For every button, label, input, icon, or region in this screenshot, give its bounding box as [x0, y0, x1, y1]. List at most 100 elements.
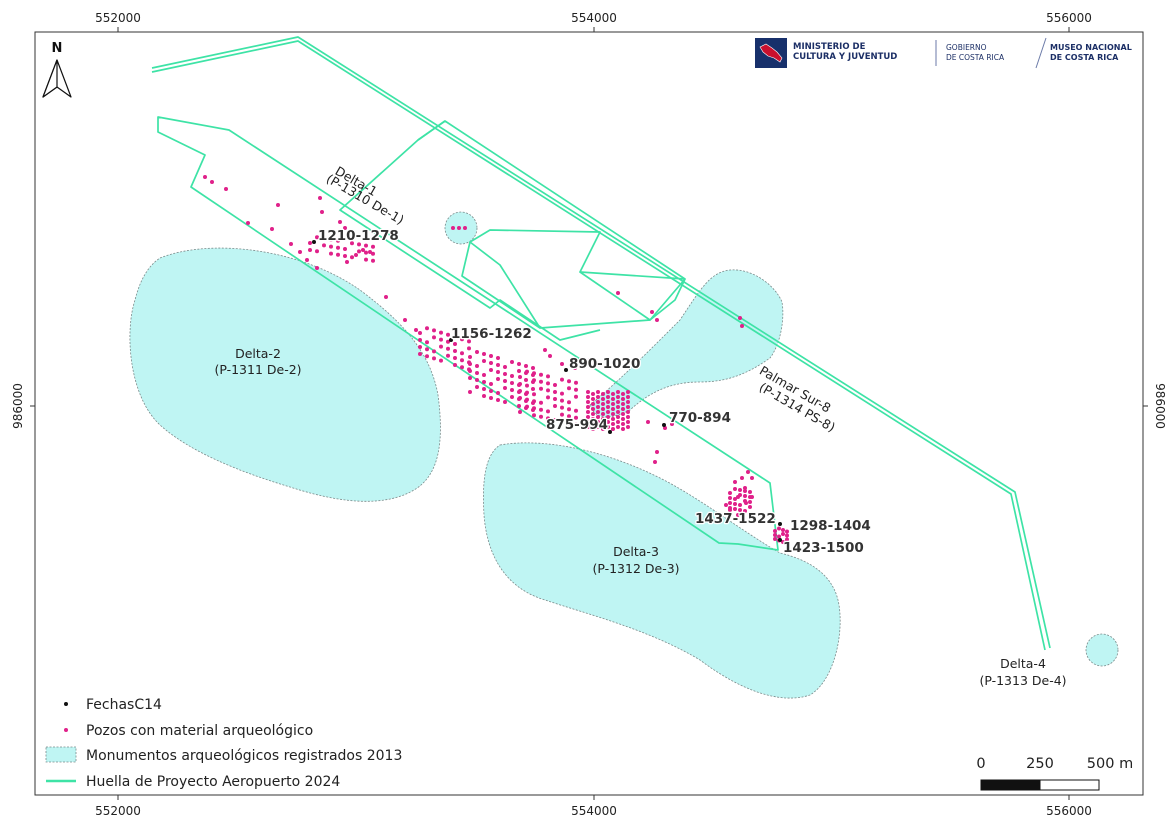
pozo-point[interactable] [482, 394, 486, 398]
pozo-point[interactable] [733, 480, 737, 484]
pozo-point[interactable] [560, 398, 564, 403]
pozo-point[interactable] [517, 362, 521, 366]
pozo-point[interactable] [246, 221, 250, 225]
pozo-point[interactable] [384, 295, 388, 299]
pozo-point[interactable] [573, 366, 577, 370]
footprint-block-inner[interactable] [469, 229, 686, 280]
pozo-point[interactable] [611, 397, 615, 401]
pozo-point[interactable] [467, 346, 471, 351]
pozo-point[interactable] [748, 490, 752, 494]
pozo-point[interactable] [468, 376, 472, 380]
pozo-point[interactable] [338, 220, 342, 224]
pozo-point[interactable] [601, 407, 605, 411]
footprint-block-east[interactable] [579, 271, 686, 321]
pozo-point[interactable] [773, 529, 777, 533]
pozo-point[interactable] [781, 540, 785, 544]
pozo-point[interactable] [482, 359, 486, 363]
c14-point[interactable] [778, 538, 782, 542]
pozo-point[interactable] [553, 383, 557, 387]
pozo-point[interactable] [308, 241, 312, 245]
pozo-point[interactable] [439, 344, 443, 349]
pozo-point[interactable] [738, 488, 742, 492]
pozo-point[interactable] [601, 412, 605, 416]
pozo-point[interactable] [457, 226, 461, 230]
pozo-point[interactable] [270, 227, 274, 231]
pozo-point[interactable] [361, 248, 365, 252]
pozo-point[interactable] [785, 537, 789, 542]
pozo-point[interactable] [785, 529, 789, 534]
footprint-block-upper[interactable] [417, 120, 686, 329]
pozo-point[interactable] [611, 407, 615, 411]
pozo-point[interactable] [553, 390, 557, 394]
pozo-point[interactable] [743, 486, 747, 490]
pozo-point[interactable] [524, 378, 528, 382]
pozo-point[interactable] [616, 405, 620, 409]
pozo-point[interactable] [553, 404, 557, 408]
pozo-point[interactable] [539, 372, 543, 377]
pozo-point[interactable] [489, 389, 493, 393]
pozo-point[interactable] [453, 356, 457, 360]
pozo-point[interactable] [616, 291, 620, 295]
footprint-airstrip[interactable] [151, 36, 1051, 651]
pozo-point[interactable] [414, 328, 418, 332]
pozo-point[interactable] [525, 397, 529, 402]
pozo-point[interactable] [596, 415, 600, 419]
pozo-point[interactable] [724, 503, 728, 507]
pozo-point[interactable] [567, 379, 571, 384]
pozo-point[interactable] [446, 332, 450, 337]
pozo-point[interactable] [560, 391, 564, 396]
pozo-point[interactable] [750, 476, 754, 480]
pozo-point[interactable] [606, 410, 610, 414]
pozo-point[interactable] [777, 526, 781, 531]
pozo-point[interactable] [468, 390, 472, 394]
pozo-point[interactable] [518, 375, 522, 379]
pozo-point[interactable] [322, 243, 326, 248]
pozo-point[interactable] [517, 404, 521, 408]
pozo-point[interactable] [646, 420, 650, 424]
pozo-point[interactable] [606, 415, 610, 419]
pozo-point[interactable] [560, 377, 564, 382]
pozo-point[interactable] [350, 255, 354, 260]
pozo-point[interactable] [546, 381, 550, 386]
pozo-point[interactable] [531, 387, 535, 391]
pozo-point[interactable] [596, 400, 600, 404]
pozo-point[interactable] [567, 407, 571, 412]
pozo-point[interactable] [626, 415, 630, 419]
pozo-point[interactable] [518, 389, 522, 393]
pozo-point[interactable] [496, 370, 500, 374]
pozo-point[interactable] [748, 500, 752, 504]
pozo-point[interactable] [601, 422, 605, 426]
pozo-point[interactable] [728, 496, 732, 500]
pozo-point[interactable] [670, 422, 674, 426]
pozo-point[interactable] [616, 390, 620, 394]
pozo-point[interactable] [588, 358, 592, 362]
pozo-point[interactable] [574, 422, 578, 427]
pozo-point[interactable] [591, 417, 595, 421]
pozo-point[interactable] [601, 427, 605, 431]
pozo-point[interactable] [496, 377, 500, 381]
pozo-point[interactable] [320, 210, 324, 214]
pozo-point[interactable] [531, 366, 535, 370]
pozo-point[interactable] [336, 252, 340, 257]
pozo-point[interactable] [532, 413, 536, 418]
pozo-point[interactable] [591, 397, 595, 401]
pozo-point[interactable] [736, 513, 740, 517]
pozo-point[interactable] [596, 405, 600, 409]
pozo-point[interactable] [418, 331, 422, 335]
pozo-point[interactable] [525, 404, 529, 409]
pozo-point[interactable] [616, 425, 620, 429]
pozo-point[interactable] [489, 361, 493, 365]
pozo-point[interactable] [539, 379, 543, 384]
pozo-point[interactable] [489, 396, 493, 400]
pozo-point[interactable] [591, 422, 595, 426]
pozo-point[interactable] [553, 418, 557, 422]
pozo-point[interactable] [560, 405, 564, 410]
pozo-point[interactable] [532, 392, 536, 397]
pozo-point[interactable] [439, 337, 443, 342]
pozo-point[interactable] [546, 409, 550, 414]
pozo-point[interactable] [738, 503, 742, 507]
pozo-point[interactable] [586, 420, 590, 424]
pozo-point[interactable] [322, 236, 326, 241]
pozo-point[interactable] [621, 407, 625, 411]
